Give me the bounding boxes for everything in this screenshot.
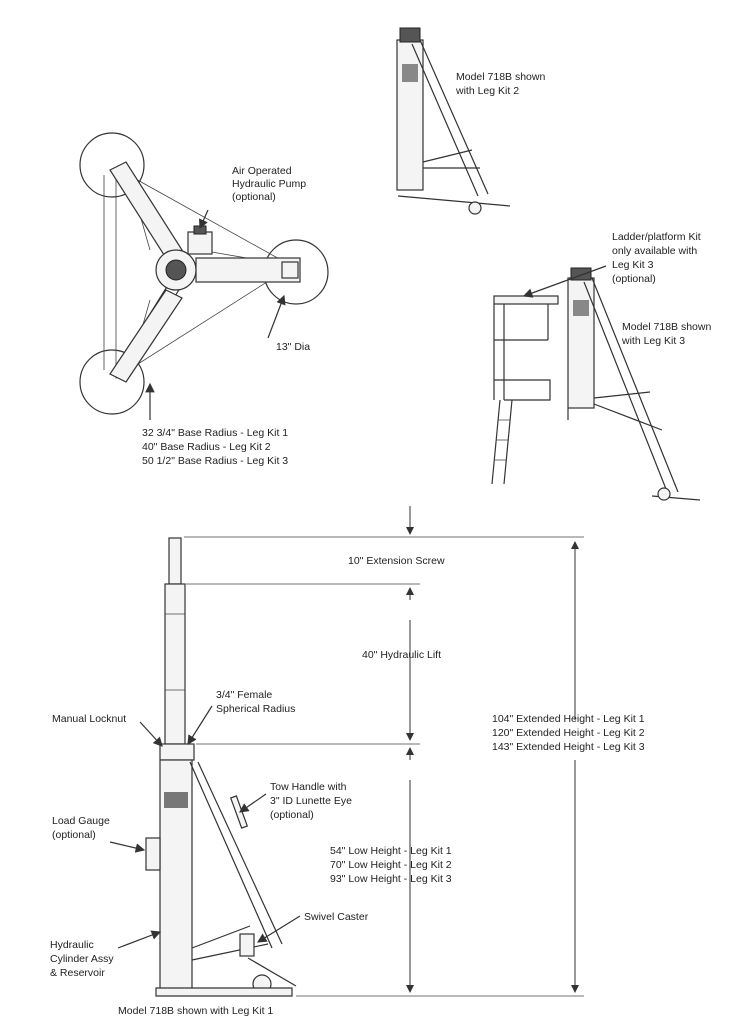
cylinder-top-block [159,743,195,761]
low-height-2: 70" Low Height - Leg Kit 2 [330,859,452,871]
legkit3-caption-2: with Leg Kit 3 [621,335,685,347]
base-foot [155,987,293,997]
foot-pad-top [79,132,145,198]
legkit3-view: Ladder/platform Kit only available with … [491,231,711,501]
center-hub-inner [165,259,187,281]
base-radius-1: 32 3/4" Base Radius - Leg Kit 1 [142,427,288,439]
cylinder-label-3: & Reservoir [50,967,105,979]
tow-handle-label-3: (optional) [270,809,314,821]
load-gauge-label-1: Load Gauge [52,815,110,827]
leg-block-top [109,161,183,259]
base-radius-3: 50 1/2" Base Radius - Leg Kit 3 [142,455,288,467]
legkit2-caption-1: Model 718B shown [456,71,545,83]
extension-screw [168,537,182,585]
ladder-rungs [494,419,510,461]
legkit3-label-plate [573,300,589,316]
pump-label-2: Hydraulic Pump [232,178,306,190]
tow-handle [229,795,249,829]
main-leg [189,761,283,949]
legkit2-caption-2: with Leg Kit 2 [455,85,519,97]
ladder-platform [493,295,559,305]
ladder-frame [493,304,551,401]
legkit2-cap [399,27,421,43]
legkit2-base [397,195,511,207]
pump-label-3: (optional) [232,191,276,203]
legkit3-post [567,277,595,409]
low-height-3: 93" Low Height - Leg Kit 3 [330,873,452,885]
foot-pad-bottom [79,349,145,415]
cylinder-label-plate [164,792,188,808]
spherical-label-1: 3/4" Female [216,689,272,701]
legkit2-view: Model 718B shown with Leg Kit 2 [396,27,545,215]
dia-label: 13" Dia [276,341,310,353]
load-gauge-box [145,837,161,871]
cylinder-label-2: Cylinder Assy [50,953,114,965]
low-height-1: 54" Low Height - Leg Kit 1 [330,845,452,857]
main-view: 10" Extension Screw 40" Hydraulic Lift 3… [50,506,645,1017]
ladder-label-4: (optional) [612,273,656,285]
hydraulic-ram [164,583,186,745]
extended-height-2: 120" Extended Height - Leg Kit 2 [492,727,645,739]
ladder-label-3: Leg Kit 3 [612,259,654,271]
load-gauge-label-2: (optional) [52,829,96,841]
legkit3-leg [583,277,679,495]
pump-label-1: Air Operated [232,165,292,177]
legkit2-post [396,39,424,191]
cylinder-label-1: Hydraulic [50,939,94,951]
legkit2-label-plate [402,64,418,82]
caster-bracket [239,933,255,957]
tow-handle-label-1: Tow Handle with [270,781,347,793]
ladder-rails [491,399,513,485]
brace-outer [115,167,293,379]
top-view: Air Operated Hydraulic Pump (optional) 1… [79,132,329,467]
tow-handle-label-2: 3" ID Lunette Eye [270,795,352,807]
leg-block-bottom [109,289,183,383]
legkit2-brace [422,149,480,169]
extended-height-3: 143" Extended Height - Leg Kit 3 [492,741,645,753]
legkit3-caption-1: Model 718B shown [622,321,711,333]
ladder-label-2: only available with [612,245,697,257]
locknut-label: Manual Locknut [52,713,126,725]
extended-height-1: 104" Extended Height - Leg Kit 1 [492,713,645,725]
base-radius-2: 40" Base Radius - Leg Kit 2 [142,441,271,453]
extension-screw-label: 10" Extension Screw [348,555,445,567]
main-caption: Model 718B shown with Leg Kit 1 [118,1005,273,1017]
pump-body [187,231,213,255]
ladder-label-1: Ladder/platform Kit [612,231,701,243]
legkit3-caster [657,487,671,501]
spherical-label-2: Spherical Radius [216,703,295,715]
swivel-caster-label: Swivel Caster [304,911,369,923]
leg-end-right [281,261,299,279]
main-brace [191,925,269,961]
hydraulic-lift-label: 40" Hydraulic Lift [362,649,441,661]
legkit3-brace [593,391,663,431]
legkit2-caster [468,201,482,215]
